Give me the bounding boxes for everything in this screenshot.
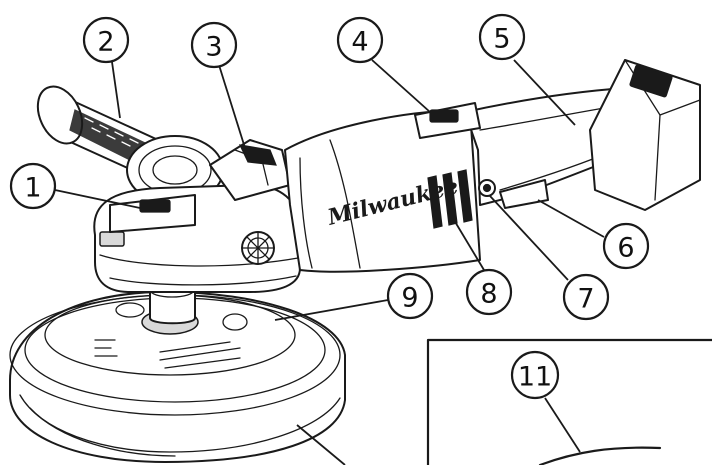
callout-3: 3	[190, 21, 238, 69]
callout-1-label: 1	[24, 173, 41, 204]
callout-4-label: 4	[351, 27, 368, 58]
callout-2-label: 2	[97, 27, 114, 58]
battery-pack	[589, 59, 701, 211]
motor-housing: Milwaukee	[284, 109, 481, 273]
inset-panel	[426, 338, 712, 465]
callout-3-label: 3	[205, 32, 222, 63]
leader-lines	[54, 59, 605, 465]
callout-6-label: 6	[617, 233, 634, 264]
callout-7: 7	[562, 273, 610, 321]
callout-11-label: 11	[518, 362, 552, 393]
tool-handle	[414, 87, 636, 209]
callout-4: 4	[336, 16, 384, 64]
lock-on-button	[478, 179, 496, 197]
speed-dial	[414, 102, 481, 139]
callout-9-label: 9	[401, 283, 418, 314]
callout-7-label: 7	[577, 284, 594, 315]
callout-11: 11	[510, 350, 560, 400]
callout-1: 1	[9, 162, 57, 210]
callout-6: 6	[602, 222, 650, 270]
callout-5-label: 5	[493, 24, 510, 55]
callout-5: 5	[478, 13, 526, 61]
air-vents	[427, 169, 473, 229]
callout-8-label: 8	[480, 279, 497, 310]
callout-8: 8	[465, 268, 513, 316]
trigger	[499, 179, 549, 209]
callout-9: 9	[386, 272, 434, 320]
callout-2: 2	[82, 16, 130, 64]
spindle-lock-button	[109, 194, 196, 233]
